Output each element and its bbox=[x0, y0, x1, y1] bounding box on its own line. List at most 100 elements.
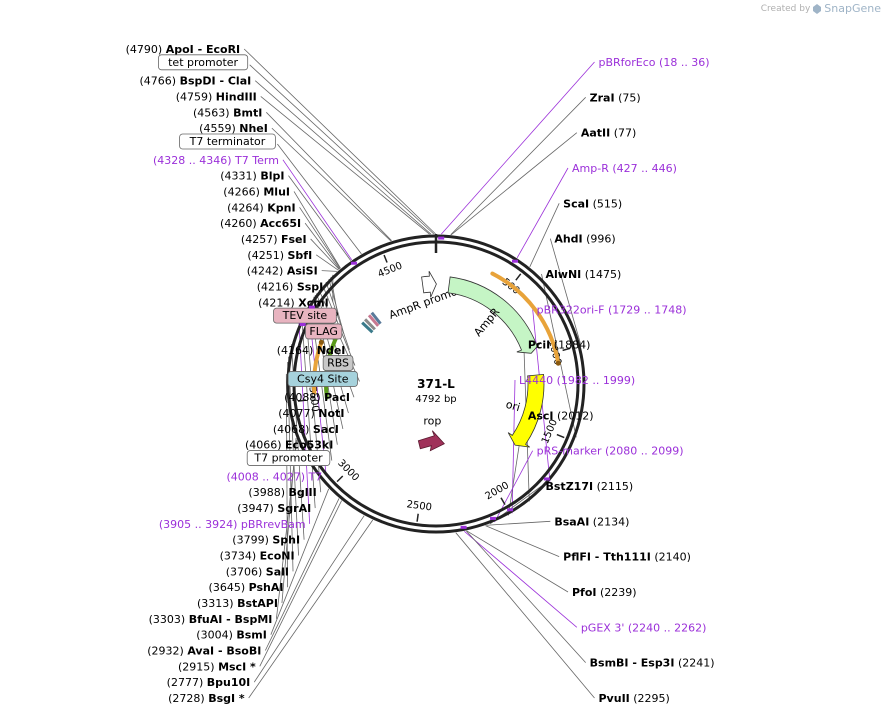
site-label-text: pGEX 3' (2240 .. 2262) bbox=[581, 621, 707, 634]
site-label-text: (4266) MluI bbox=[223, 185, 290, 198]
site-position: (4264) bbox=[227, 201, 264, 214]
site-name: PvuII bbox=[599, 692, 630, 705]
left-label: (4066) Eco53kI bbox=[245, 439, 333, 452]
site-position: (2115) bbox=[597, 480, 634, 493]
left-label: (3303) BfuAI - BspMI bbox=[149, 613, 273, 626]
site-label-text: (4563) BmtI bbox=[193, 106, 262, 119]
primer-site-mark bbox=[543, 477, 550, 481]
feature-rop-label: rop bbox=[423, 415, 441, 428]
feature-box bbox=[246, 450, 331, 466]
mcs-feature-mark bbox=[361, 321, 374, 334]
left-label: (3645) PshAI bbox=[209, 581, 284, 594]
site-position: (4559) bbox=[199, 122, 236, 135]
site-labels: pBRforEco (18 .. 36)ZraI (75)AatII (77)A… bbox=[126, 43, 715, 705]
site-position: (3799) bbox=[232, 534, 269, 547]
right-label: pGEX 3' (2240 .. 2262) bbox=[581, 621, 707, 634]
leader-line bbox=[450, 132, 578, 236]
site-label-text: L4440 (1982 .. 1999) bbox=[519, 374, 635, 387]
right-label: PciI (1884) bbox=[528, 339, 591, 352]
primer-site-mark bbox=[299, 323, 306, 327]
left-label: (2777) Bpu10I bbox=[167, 676, 251, 689]
site-position: (427 .. 446) bbox=[612, 162, 677, 175]
site-name: pBR322ori-F bbox=[537, 303, 605, 316]
ring-tick-label: 4500 bbox=[376, 261, 404, 281]
site-label-text: (4790) ApoI - EcoRI bbox=[126, 43, 241, 56]
left-label: (2915) MscI * bbox=[178, 660, 256, 673]
left-label: (2932) AvaI - BsoBI bbox=[147, 645, 261, 658]
feature-box bbox=[179, 133, 276, 150]
site-position: (1982 .. 1999) bbox=[557, 374, 636, 387]
right-label: pBR322ori-F (1729 .. 1748) bbox=[537, 303, 687, 316]
site-label-text: (2915) MscI * bbox=[178, 660, 256, 673]
right-label: ScaI (515) bbox=[563, 197, 622, 210]
leader-line bbox=[549, 238, 582, 345]
site-position: (4266) bbox=[223, 185, 260, 198]
site-label-text: PciI (1884) bbox=[528, 339, 591, 352]
right-label: ZraI (75) bbox=[590, 91, 641, 104]
feature-box bbox=[158, 54, 249, 71]
site-position: (2134) bbox=[593, 515, 630, 528]
right-label: Amp-R (427 .. 446) bbox=[572, 162, 677, 175]
primer-arc-end bbox=[555, 360, 561, 366]
site-position: (2295) bbox=[633, 692, 670, 705]
site-label-text: pBRforEco (18 .. 36) bbox=[599, 56, 710, 69]
site-label-text: pRS-marker (2080 .. 2099) bbox=[537, 445, 684, 458]
site-position: (2140) bbox=[654, 551, 691, 564]
left-label: (3313) BstAPI bbox=[197, 597, 278, 610]
site-name: ScaI bbox=[563, 197, 589, 210]
site-position: (4260) bbox=[220, 217, 257, 230]
site-label-text: Amp-R (427 .. 446) bbox=[572, 162, 677, 175]
left-label: (4563) BmtI bbox=[193, 106, 262, 119]
leader-line bbox=[271, 127, 392, 242]
site-position: (4759) bbox=[176, 90, 213, 103]
left-label: (3004) BsmI bbox=[196, 629, 267, 642]
site-position: (2012) bbox=[557, 409, 594, 422]
primer-site-mark bbox=[511, 259, 518, 263]
leader-line bbox=[516, 167, 569, 259]
snapgene-credit: Created by SnapGene bbox=[761, 2, 881, 15]
site-label-text: (4328 .. 4346) T7 Term bbox=[153, 154, 279, 167]
site-name: SspI bbox=[297, 280, 323, 293]
leader-line bbox=[264, 498, 340, 651]
mcs-feature-mark bbox=[363, 318, 376, 331]
left-label: (4328 .. 4346) T7 Term bbox=[153, 154, 279, 167]
site-position: (2080 .. 2099) bbox=[605, 445, 684, 458]
leader-line bbox=[321, 270, 337, 272]
site-name: L4440 bbox=[519, 374, 553, 387]
ring-tick bbox=[562, 347, 571, 352]
feature-ampr-label: AmpR bbox=[471, 305, 502, 339]
site-position: (3734) bbox=[220, 550, 257, 563]
right-label: PfoI (2239) bbox=[572, 586, 637, 599]
leader-line bbox=[441, 61, 595, 235]
site-name: AvaI - BsoBI bbox=[187, 645, 261, 658]
site-name: FseI bbox=[281, 233, 307, 246]
ring-tick bbox=[297, 399, 307, 402]
leader-line bbox=[465, 530, 586, 663]
site-label-text: (3988) BglII bbox=[248, 486, 316, 499]
site-name: pBRforEco bbox=[599, 56, 656, 69]
feature-ampr-promoter-arrow bbox=[421, 271, 437, 298]
site-position: (2932) bbox=[147, 645, 184, 658]
site-name: T7 Term bbox=[234, 154, 279, 167]
left-label: (4264) KpnI bbox=[227, 201, 295, 214]
feature-box-label: Csy4 Site bbox=[297, 372, 349, 385]
site-position: (4563) bbox=[193, 106, 230, 119]
site-position: (996) bbox=[586, 233, 616, 246]
site-label-text: (4214) XcmI bbox=[258, 296, 329, 309]
feature-ori-label: ori bbox=[504, 398, 521, 414]
left-label: T7 promoter bbox=[246, 450, 331, 466]
feature-box bbox=[287, 371, 358, 387]
leader-line bbox=[277, 143, 362, 255]
left-label: (4759) HindIII bbox=[176, 90, 257, 103]
site-position: (77) bbox=[614, 127, 637, 140]
leader-line bbox=[330, 276, 339, 319]
site-name: PfoI bbox=[572, 586, 597, 599]
site-position: (3645) bbox=[209, 581, 246, 594]
site-position: (2728) bbox=[168, 692, 205, 705]
snapgene-logo-icon bbox=[813, 3, 822, 14]
primer-site-mark bbox=[507, 508, 514, 512]
site-label-text: (4331) BlpI bbox=[220, 170, 284, 183]
site-name: PflFI - Tth111I bbox=[563, 551, 651, 564]
site-name: pBRrevBam bbox=[241, 518, 306, 531]
site-name: SphI bbox=[272, 534, 300, 547]
